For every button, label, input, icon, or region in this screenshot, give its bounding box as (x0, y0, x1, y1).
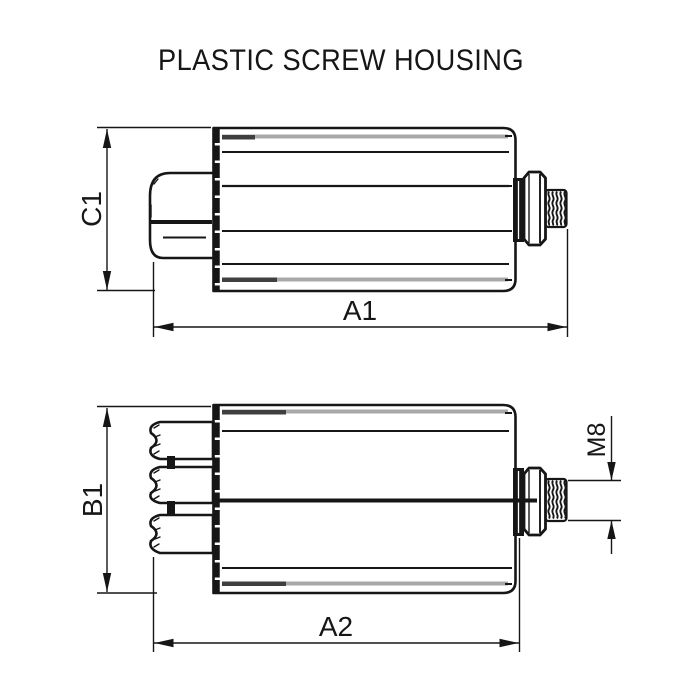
side-view: C1 A1 (76, 126, 569, 337)
terminal-pin (149, 420, 215, 461)
end-cap (148, 171, 215, 260)
body-highlight-bottom-dark (222, 581, 286, 586)
arrowhead (547, 322, 567, 332)
terminal-pin-hatch (153, 517, 161, 548)
arrowhead (102, 271, 112, 290)
dim-label-a2: A2 (319, 611, 353, 642)
dim-label-m8: M8 (583, 423, 611, 458)
housing-body-side (212, 126, 517, 293)
body-highlight-top-dark (222, 410, 286, 415)
end-cap-outline (148, 171, 215, 260)
body-highlight-top (222, 409, 508, 414)
end-cap-hidden-dashes (150, 178, 159, 218)
body-highlight-top-dark (222, 135, 255, 140)
arrowhead (102, 408, 112, 427)
dimension-a1: A1 (152, 229, 569, 337)
body-right-ticks (505, 135, 512, 281)
dimension-c1: C1 (76, 126, 211, 292)
pin-connector (167, 501, 175, 516)
arrowhead (154, 322, 174, 332)
terminal-pin-hatch (153, 469, 161, 500)
stud-thread-crests (547, 479, 567, 520)
dimension-a2: A2 (152, 538, 521, 652)
dim-label-c1: C1 (76, 191, 107, 227)
body-highlight-bottom (222, 581, 508, 586)
dim-label-a1: A1 (343, 295, 377, 326)
arrowhead (499, 638, 519, 648)
body-highlight-bottom (222, 277, 508, 282)
screw-stud-side (513, 170, 568, 247)
arrowhead (607, 462, 616, 481)
terminal-pins (149, 420, 215, 555)
dimension-m8: M8 (568, 416, 621, 554)
arrowhead (607, 520, 616, 539)
housing-body-outline (212, 126, 517, 293)
body-highlight-bottom-dark (222, 277, 277, 282)
stud-thread-outline (544, 477, 568, 523)
page-title: PLASTIC SCREW HOUSING (158, 44, 524, 77)
terminal-pin-hatch (153, 424, 161, 455)
arrowhead (102, 129, 112, 148)
dim-label-b1: B1 (77, 483, 108, 517)
body-highlight-top (222, 134, 508, 139)
body-right-ticks (505, 412, 512, 585)
arrowhead (102, 573, 112, 592)
pin-connector (167, 456, 175, 469)
terminal-pin (149, 513, 215, 555)
terminal-pin (149, 465, 215, 505)
dimension-b1: B1 (77, 405, 211, 594)
arrowhead (154, 638, 174, 648)
stud-thread-crests (547, 190, 567, 226)
bottom-view: B1 A2 M8 (77, 403, 621, 652)
stud-nut (522, 170, 547, 247)
